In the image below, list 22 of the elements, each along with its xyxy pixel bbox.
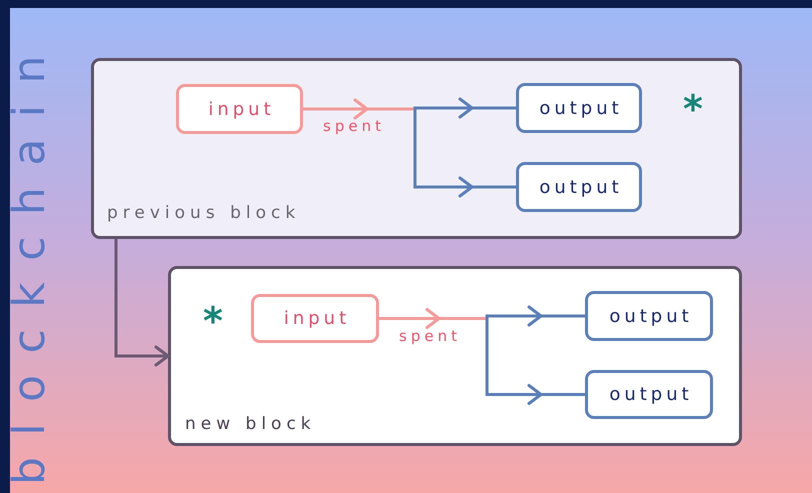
arrow (486, 318, 585, 405)
arrow (414, 98, 516, 118)
output-box: output (516, 162, 642, 212)
vertical-title: blockchain (5, 33, 55, 485)
arrow (303, 98, 415, 120)
block-panel (168, 266, 742, 446)
asterisk-note: * (203, 302, 223, 340)
output-box: output (585, 291, 713, 341)
arrow (379, 308, 487, 329)
input-box: input (176, 84, 303, 134)
block-label: previous block (107, 203, 300, 223)
asterisk-note: * (683, 90, 703, 128)
edge-label: spent (323, 117, 385, 135)
arrow (486, 306, 585, 326)
output-box: output (516, 83, 642, 133)
block-label: new block (185, 414, 316, 434)
output-box: output (585, 370, 713, 419)
edge-label: spent (399, 326, 461, 344)
arrow (114, 239, 170, 366)
block-panel (91, 58, 742, 239)
arrow (414, 109, 516, 198)
input-box: input (251, 294, 379, 343)
